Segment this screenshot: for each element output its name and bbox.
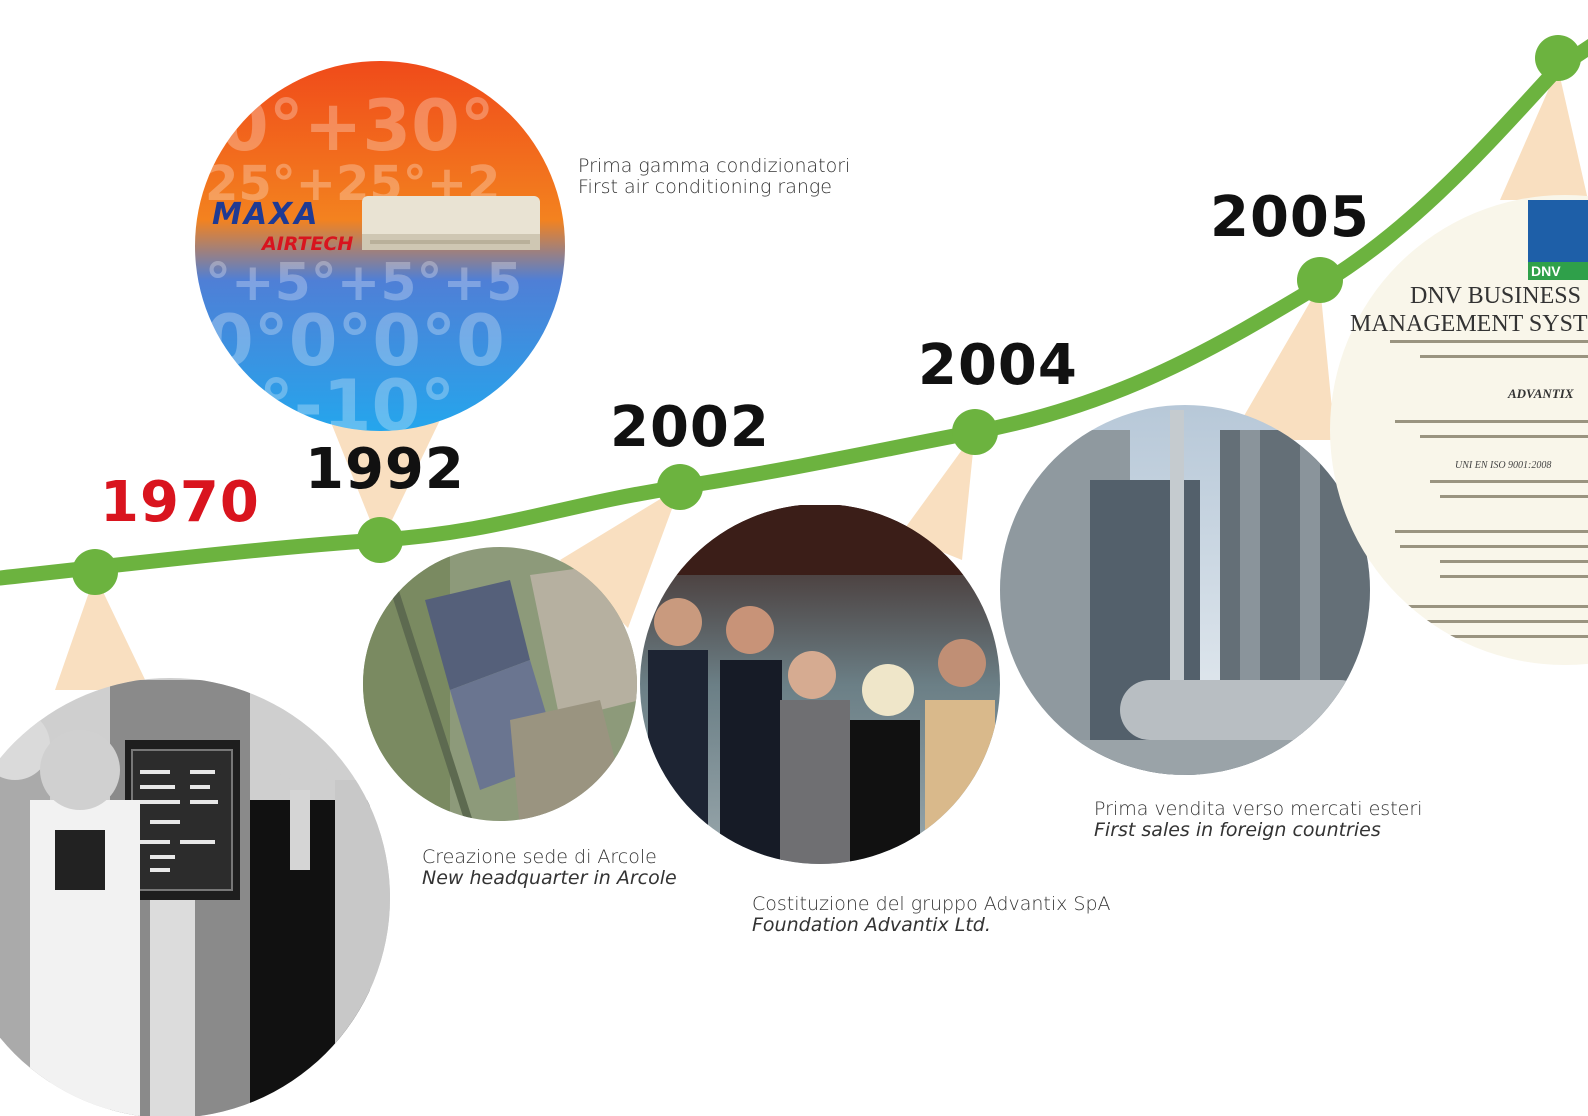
dot-1992 [357, 517, 403, 563]
caption-2002-english: New headquarter in Arcole [422, 867, 677, 889]
caption-2004-italian: Costituzione del gruppo Advantix SpA [752, 893, 1111, 915]
growth-curve [0, 38, 1588, 586]
caption-1992: Prima gamma condizionatori First air con… [578, 156, 850, 198]
pointer-2004 [900, 432, 975, 560]
year-2005: 2005 [1210, 185, 1370, 250]
pointer-1970 [55, 575, 150, 690]
pointer-cones [55, 68, 1588, 690]
photo-2005-chiller-units [1000, 405, 1370, 775]
pointer-1992 [330, 420, 440, 545]
caption-1992-english: First air conditioning range [578, 176, 832, 198]
dot-2002 [657, 464, 703, 510]
year-2002: 2002 [610, 395, 770, 460]
year-1970: 1970 [100, 470, 260, 535]
dot-2004 [952, 409, 998, 455]
pointer-2002 [560, 487, 680, 628]
dot-2005 [1297, 257, 1343, 303]
certificate-company: ADVANTIX [1507, 386, 1574, 401]
caption-2004-english: Foundation Advantix Ltd. [752, 914, 991, 936]
certificate-brand: DNV [1531, 263, 1561, 279]
svg-text:0°+30°: 0°+30° [220, 85, 495, 167]
pointer-2005 [1230, 285, 1335, 440]
certificate-title-line2: MANAGEMENT SYST [1350, 311, 1588, 337]
caption-2005-english: First sales in foreign countries [1094, 819, 1381, 841]
photo-1970-founders [0, 678, 390, 1116]
maxa-logo: MAXA [212, 197, 319, 232]
dot-1970 [72, 549, 118, 595]
year-1992: 1992 [305, 437, 465, 502]
caption-2005: Prima vendita verso mercati esteri First… [1094, 799, 1422, 841]
year-2004: 2004 [918, 333, 1078, 398]
caption-2002: Creazione sede di Arcole New headquarter… [422, 847, 677, 889]
caption-2005-italian: Prima vendita verso mercati esteri [1094, 798, 1423, 820]
caption-2002-italian: Creazione sede di Arcole [422, 846, 657, 868]
svg-text:0°0°0°0: 0°0°0°0 [205, 300, 505, 382]
airtech-logo: AIRTECH [260, 233, 353, 255]
caption-1992-italian: Prima gamma condizionatori [578, 155, 851, 177]
dot-end [1535, 35, 1581, 81]
certificate-title-line1: DNV BUSINESS [1410, 283, 1581, 309]
certificate-standard: UNI EN ISO 9001:2008 [1455, 460, 1551, 471]
milestone-dots [72, 35, 1581, 595]
photo-1992-air-conditioner: 0°+30° 25°+25°+2 °+5°+5°+5 0°0°0°0 0°-10… [195, 61, 565, 431]
photo-2004-group [640, 505, 1000, 864]
svg-text:°+5°+5°+5: °+5°+5°+5 [205, 253, 522, 313]
pointer-certificate [1500, 68, 1588, 200]
caption-2004: Costituzione del gruppo Advantix SpA Fou… [752, 894, 1111, 936]
